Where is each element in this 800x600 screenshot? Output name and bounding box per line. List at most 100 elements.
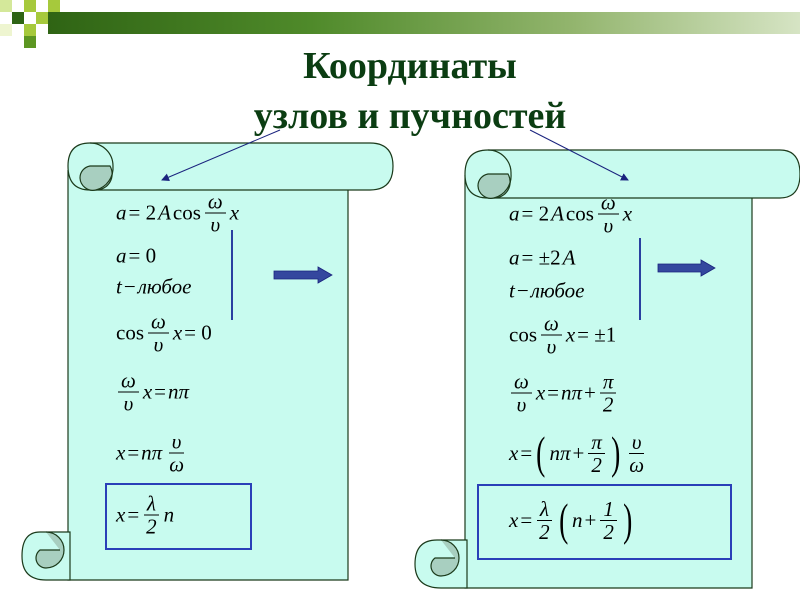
denominator: ω — [629, 452, 645, 477]
formula-text: nπ — [168, 379, 190, 404]
formula-text: x — [116, 440, 126, 465]
numerator: π — [588, 431, 605, 454]
formula-text: = — [547, 380, 559, 405]
formula-text: A — [551, 201, 564, 226]
formula-text: a — [509, 245, 520, 270]
denominator: 2 — [603, 519, 614, 544]
formula-text: = — [520, 440, 533, 465]
denominator: 2 — [591, 452, 602, 477]
numerator: ω — [597, 192, 619, 215]
formula-text: x — [172, 320, 183, 345]
result-box-antinodes — [477, 484, 732, 560]
header-bar — [48, 12, 800, 34]
denominator: ω — [169, 452, 185, 477]
formula-text: − — [516, 278, 529, 303]
parenthesis: ( — [536, 427, 546, 478]
parenthesis: ) — [622, 494, 633, 545]
denominator: υ — [123, 391, 134, 416]
formula-text: любое — [137, 274, 192, 299]
numerator: π — [599, 371, 617, 394]
denominator: υ — [153, 332, 164, 357]
arrow-right-icon-left — [273, 266, 333, 284]
title-pointer-right — [529, 129, 629, 181]
formula-text: x — [116, 502, 126, 527]
parenthesis: ) — [610, 427, 621, 478]
formula-text: x — [535, 380, 546, 405]
numerator: λ — [143, 493, 159, 516]
formula-text: = — [127, 502, 140, 527]
formula-text: x — [622, 201, 633, 226]
formula-text: cos — [509, 322, 537, 347]
right-scroll-formula-3: t − любое — [508, 279, 585, 304]
numerator: ω — [511, 371, 532, 394]
denominator: υ — [210, 212, 221, 237]
title-pointer-left — [161, 129, 281, 181]
formula-text: nπ — [549, 440, 571, 465]
formula-text: nπ — [141, 440, 163, 465]
denominator: υ — [603, 213, 614, 238]
formula-text: = — [154, 379, 166, 404]
numerator: ω — [541, 313, 562, 336]
numerator: λ — [536, 498, 552, 521]
formula-text: = 0 — [184, 320, 212, 345]
slide-title-line1: Координаты — [303, 45, 517, 87]
denominator: 2 — [602, 392, 614, 417]
formula-text: + — [572, 440, 585, 465]
denominator: 2 — [539, 519, 550, 544]
arrow-right-icon-right — [657, 259, 716, 277]
numerator: υ — [168, 431, 185, 454]
denominator: υ — [516, 392, 527, 417]
numerator: ω — [204, 191, 226, 214]
formula-text: = ±2 — [521, 245, 561, 270]
formula-text: A — [562, 245, 576, 270]
formula-text: x — [509, 507, 519, 532]
formula-text: t — [509, 278, 515, 303]
formula-text: = 2 — [128, 200, 157, 225]
numerator: ω — [148, 311, 169, 334]
formula-text: = 2 — [521, 201, 550, 226]
formula-text: nπ — [561, 380, 583, 405]
denominator: 2 — [146, 514, 157, 539]
left-scroll-formula-3: t − любое — [115, 275, 192, 300]
left-scroll-formula-2: a = 0 — [115, 244, 157, 269]
formula-text: A — [158, 200, 171, 225]
formula-text: = 0 — [128, 243, 157, 268]
numerator: ω — [118, 370, 139, 393]
formula-text: t — [116, 274, 122, 299]
formula-text: = — [127, 440, 140, 465]
formula-text: + — [584, 380, 596, 405]
numerator: 1 — [600, 498, 617, 521]
formula-text: x — [509, 440, 519, 465]
formula-text: a — [116, 200, 127, 225]
slide-title-line2: узлов и пучностей — [253, 95, 567, 137]
formula-text: a — [116, 243, 127, 268]
formula-text: a — [509, 201, 520, 226]
parenthesis: ( — [558, 494, 568, 545]
formula-text: x — [229, 200, 240, 225]
numerator: υ — [628, 431, 645, 454]
formula-text: + — [584, 507, 597, 532]
formula-text: cos — [565, 201, 594, 226]
denominator: υ — [546, 334, 557, 359]
